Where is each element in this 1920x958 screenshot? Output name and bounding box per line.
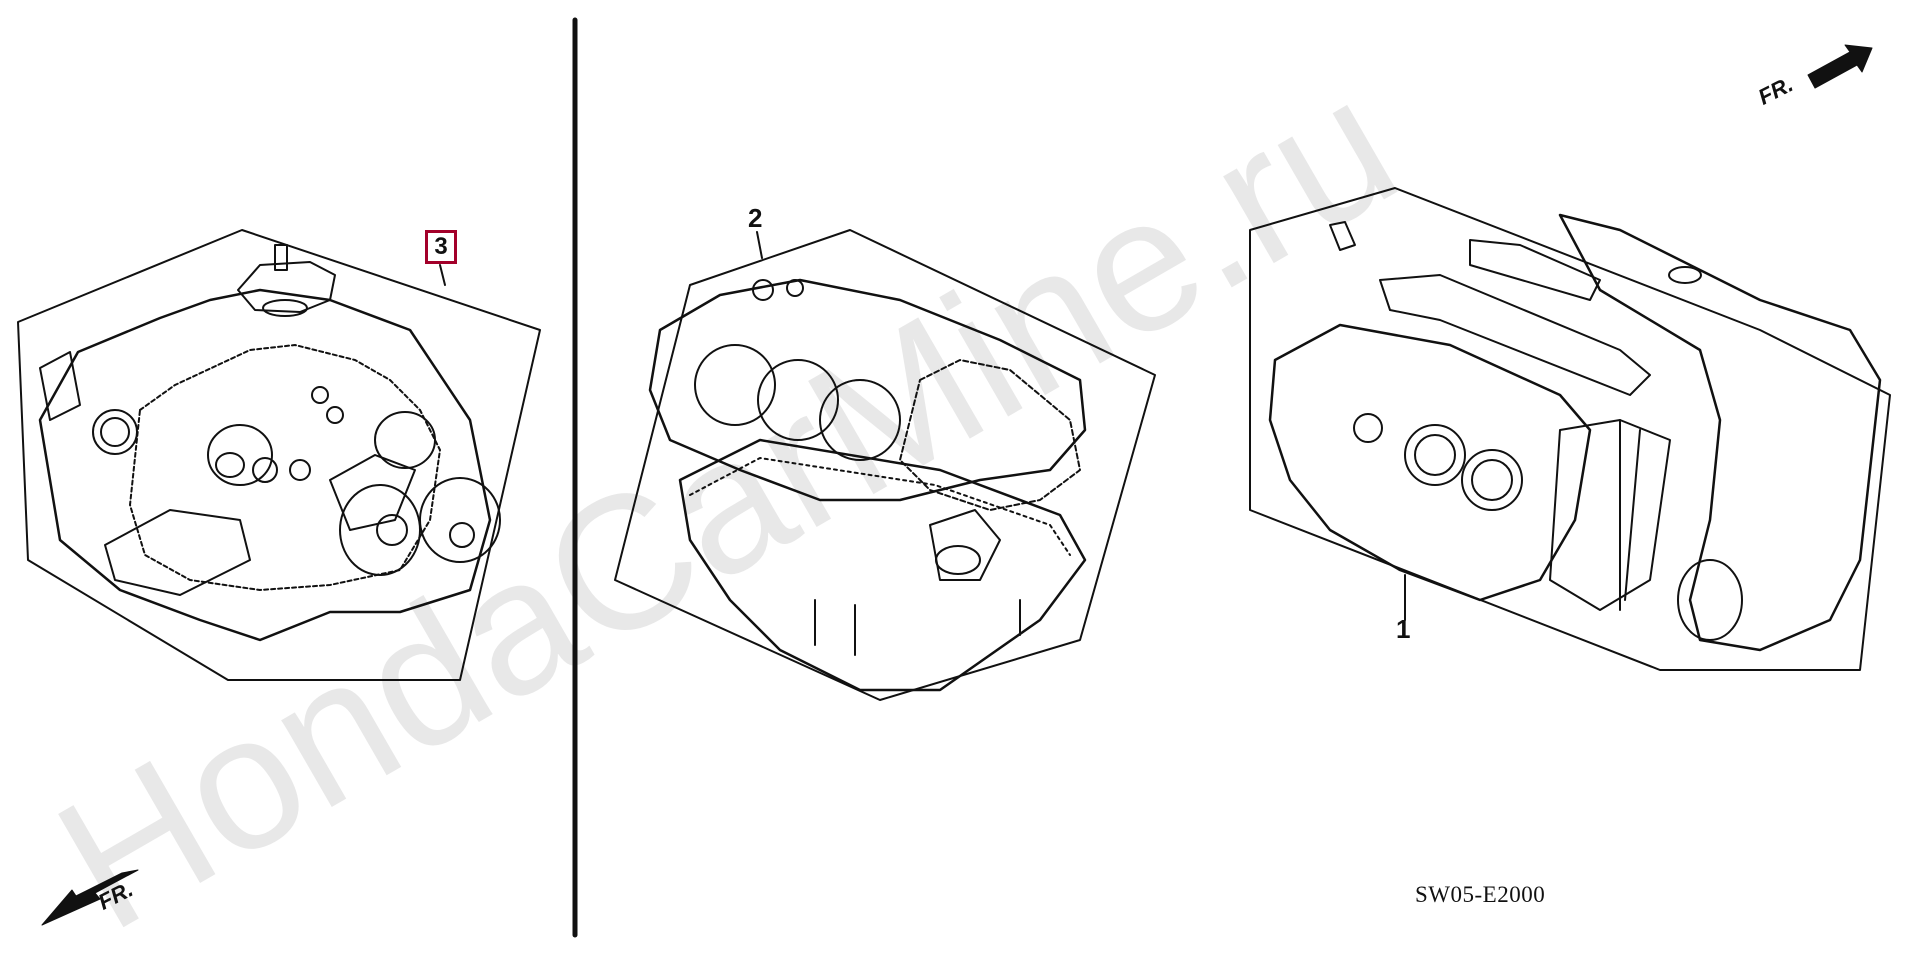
strainer (929, 509, 1001, 581)
seal (92, 409, 138, 455)
o-ring (1353, 413, 1383, 443)
guide (1624, 429, 1641, 601)
o-ring-large (339, 484, 421, 576)
kit-2-leader (756, 231, 763, 259)
bore-2 (757, 359, 839, 441)
bore-ring-inner (1414, 434, 1456, 476)
o-ring (311, 386, 329, 404)
head-cover (648, 278, 1087, 502)
gasket-kit-1-group[interactable] (1249, 187, 1891, 671)
exhaust-gasket (1469, 239, 1601, 301)
oil-pan (678, 438, 1087, 692)
side-cover-gasket (104, 509, 251, 596)
strainer-seal (935, 545, 981, 575)
gasket-kit-2-group[interactable] (614, 229, 1156, 701)
case-gasket (129, 344, 441, 591)
o-ring (289, 459, 311, 481)
gasket-kit-3-group[interactable] (17, 229, 541, 681)
valve-cover-gasket (899, 359, 1081, 511)
o-ring (326, 406, 344, 424)
o-ring (207, 424, 273, 486)
o-ring (374, 411, 436, 469)
seal-inner (100, 417, 130, 447)
bore-1 (694, 344, 776, 426)
bore-ring (1404, 424, 1466, 486)
o-ring (252, 457, 278, 483)
cooler-pipe (274, 244, 288, 271)
cooler-seal (262, 299, 308, 317)
callout-part-1[interactable]: 1 (1396, 614, 1411, 644)
kit-2-outline (614, 229, 1156, 701)
housing-seal (1677, 559, 1743, 641)
o-ring (376, 514, 408, 546)
small-gasket (1329, 221, 1356, 251)
front-arrow-bottom-left (41, 869, 139, 926)
intake-manifold-gasket (1379, 274, 1651, 396)
oil-pan-gasket (689, 457, 1071, 556)
bore-3 (819, 379, 901, 461)
bracket (39, 351, 81, 421)
o-ring (752, 279, 774, 301)
o-ring (786, 279, 804, 297)
cap-seal (1668, 266, 1702, 284)
transmission-case (38, 288, 492, 642)
engine-housing (1558, 213, 1882, 652)
callout-part-2[interactable]: 2 (748, 203, 763, 233)
o-ring-large (419, 477, 501, 563)
o-ring (215, 452, 245, 478)
bore-ring-inner (1471, 459, 1513, 501)
timing-cover-gasket (1549, 419, 1671, 611)
diagram-code: SW05-E2000 (1415, 882, 1546, 907)
callout-part-3[interactable]: 3 (425, 230, 457, 264)
o-ring (449, 522, 475, 548)
cylinder-head-gasket (1268, 323, 1592, 602)
kit-3-outline (17, 229, 541, 681)
oil-cooler (237, 261, 336, 313)
kit-1-outline (1249, 187, 1891, 671)
bore-ring (1461, 449, 1523, 511)
front-arrow-top-right (1807, 44, 1873, 89)
kit-3-leader (439, 264, 446, 286)
